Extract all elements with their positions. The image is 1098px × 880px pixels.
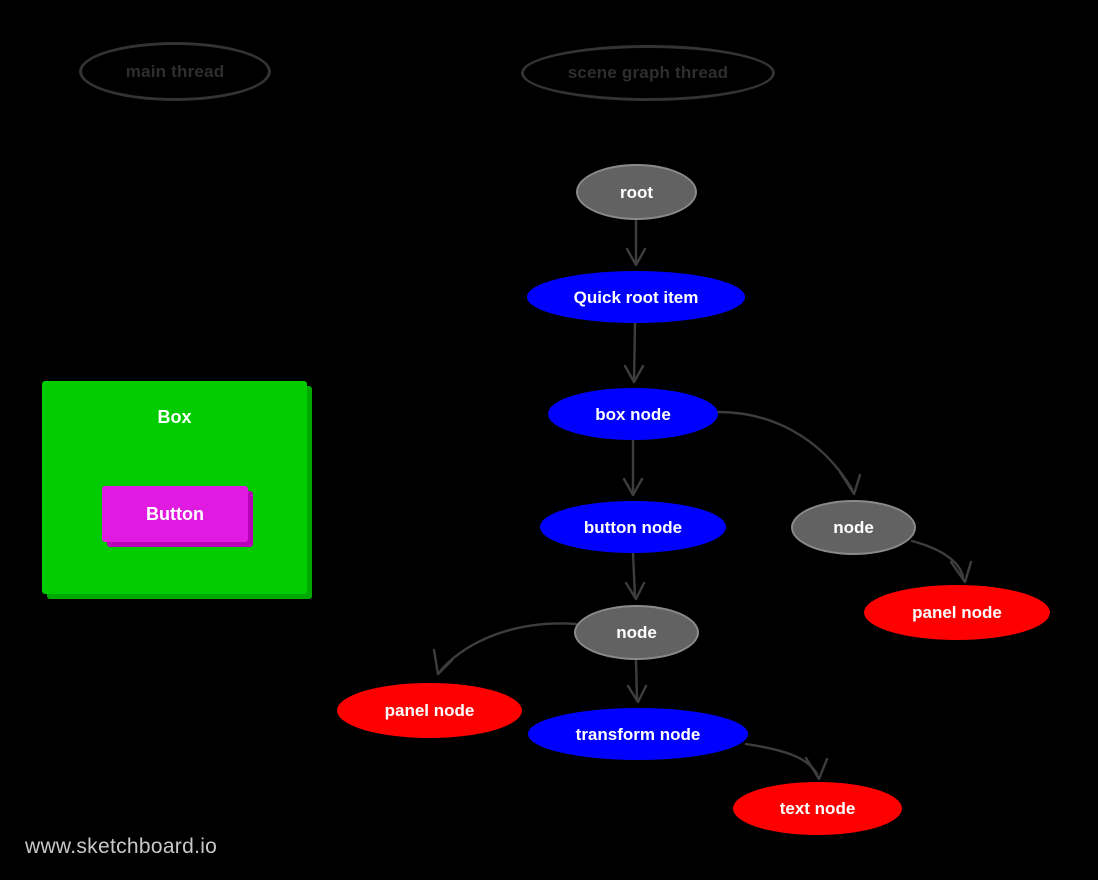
edge-root-to-quick-root-item (625, 218, 647, 267)
edge-transform-node-to-text-node (744, 742, 829, 781)
node-text-node-label: text node (779, 799, 856, 818)
edge-node-mid-to-transform-node (626, 658, 648, 704)
node-node-right[interactable]: node (791, 500, 916, 555)
group-label-main-thread: main thread (125, 61, 225, 81)
node-root-label: root (619, 182, 654, 202)
node-transform-node[interactable]: transform node (528, 708, 748, 760)
watermark-sketchboard: www.sketchboard.io (25, 835, 218, 858)
node-panel-node-left[interactable]: panel node (337, 683, 522, 738)
node-quick-root-item[interactable]: Quick root item (527, 271, 745, 323)
edge-box-node-to-button-node (622, 438, 644, 497)
node-transform-node-label: transform node (575, 724, 701, 744)
edge-node-mid-to-panel-node-left (432, 622, 578, 676)
edge-button-node-to-node-mid (624, 551, 646, 601)
group-ellipse-main-thread[interactable]: main thread (79, 42, 271, 101)
node-button-node-label: button node (583, 517, 683, 537)
edge-node-right-to-panel-node-right (910, 539, 973, 584)
ui-box-label: Box (157, 407, 192, 427)
node-panel-node-left-label: panel node (384, 701, 475, 720)
edge-box-node-to-node-right (716, 410, 862, 496)
node-node-right-label: node (833, 518, 874, 537)
node-quick-root-item-label: Quick root item (573, 287, 699, 307)
edge-quick-root-item-to-box-node (623, 321, 645, 384)
node-panel-node-right[interactable]: panel node (864, 585, 1050, 640)
node-panel-node-right-label: panel node (912, 603, 1002, 622)
group-ellipse-scene-graph-thread[interactable]: scene graph thread (521, 45, 775, 101)
group-label-scene-graph-thread: scene graph thread (567, 63, 729, 82)
node-root[interactable]: root (576, 164, 697, 220)
ui-button-shape[interactable]: Button (102, 486, 248, 542)
node-button-node[interactable]: button node (540, 501, 726, 553)
node-box-node[interactable]: box node (548, 388, 718, 440)
node-box-node-label: box node (595, 404, 671, 424)
node-node-mid-label: node (616, 623, 657, 642)
ui-button-label: Button (146, 503, 204, 524)
node-node-mid[interactable]: node (574, 605, 699, 660)
node-text-node[interactable]: text node (733, 782, 902, 835)
